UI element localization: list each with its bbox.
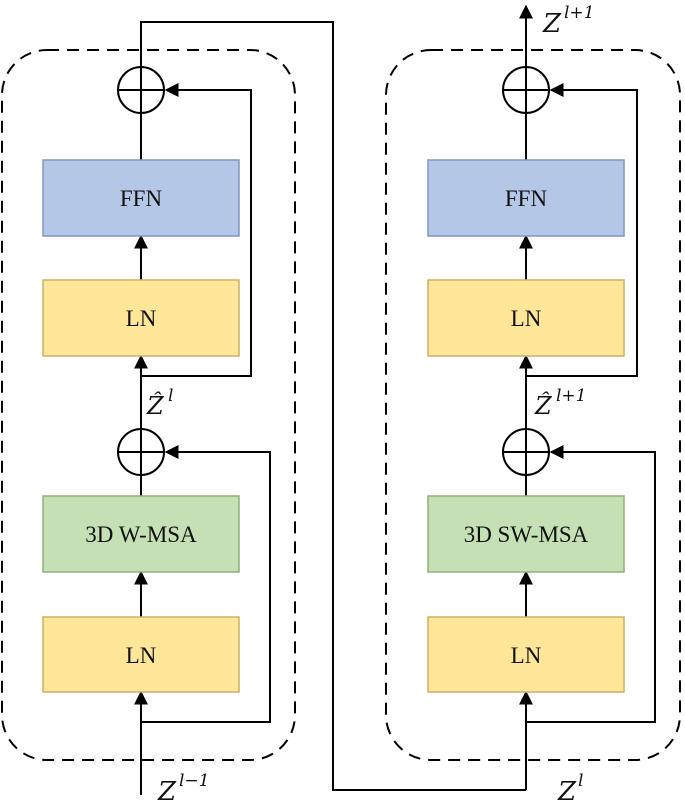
right-ln-bottom-box: LN: [427, 616, 625, 693]
left-add-circle-bottom-icon: [117, 428, 165, 476]
left-ffn-box: FFN: [42, 159, 240, 237]
svg-text:Z: Z: [557, 777, 577, 806]
left-input-label: Z l−1: [157, 771, 210, 806]
right-output-label: Z l+1: [542, 3, 595, 39]
svg-text:l: l: [578, 771, 583, 791]
right-dashed-container: [385, 49, 681, 761]
right-ffn-box: FFN: [427, 159, 625, 237]
left-add-circle-top-icon: [117, 66, 165, 114]
right-residual-skip-1: [526, 445, 656, 723]
svg-text:l−1: l−1: [179, 771, 210, 791]
svg-text:l+1: l+1: [564, 3, 595, 23]
svg-text:Z: Z: [157, 777, 177, 806]
right-add-circle-bottom-icon: [502, 428, 550, 476]
right-ffn-label: FFN: [505, 186, 548, 211]
left-msa-box: 3D W-MSA: [42, 495, 240, 573]
right-mid-label: Ẑ l+1: [534, 386, 587, 420]
right-ln-bottom-label: LN: [511, 643, 542, 668]
right-ln-top-label: LN: [511, 306, 542, 331]
inter-block-connector: [140, 21, 526, 791]
right-input-label: Z l: [557, 771, 583, 806]
svg-text:Ẑ: Ẑ: [534, 391, 553, 420]
left-mid-label: Ẑ l: [146, 386, 173, 420]
left-residual-skip-2: [141, 83, 252, 377]
left-residual-skip-1: [141, 445, 271, 723]
right-ln-top-box: LN: [427, 279, 625, 357]
right-transformer-block: FFN LN 3D SW-MSA LN Ẑ l+1 Z: [385, 3, 681, 806]
right-residual-skip-2: [526, 83, 638, 377]
right-msa-box: 3D SW-MSA: [427, 495, 625, 573]
left-ln-top-box: LN: [42, 279, 240, 357]
svg-text:Ẑ: Ẑ: [146, 391, 165, 420]
svg-text:l+1: l+1: [556, 386, 587, 406]
left-ln-bottom-label: LN: [126, 643, 157, 668]
right-msa-label: 3D SW-MSA: [464, 522, 589, 547]
left-msa-label: 3D W-MSA: [85, 522, 197, 547]
left-transformer-block: FFN LN 3D W-MSA LN Ẑ l: [1, 49, 296, 806]
left-ln-top-label: LN: [126, 306, 157, 331]
left-ffn-label: FFN: [120, 186, 163, 211]
right-add-circle-top-icon: [502, 66, 550, 114]
left-dashed-container: [1, 49, 296, 761]
svg-text:l: l: [168, 386, 173, 406]
svg-text:Z: Z: [542, 9, 562, 39]
left-ln-bottom-box: LN: [42, 616, 240, 693]
